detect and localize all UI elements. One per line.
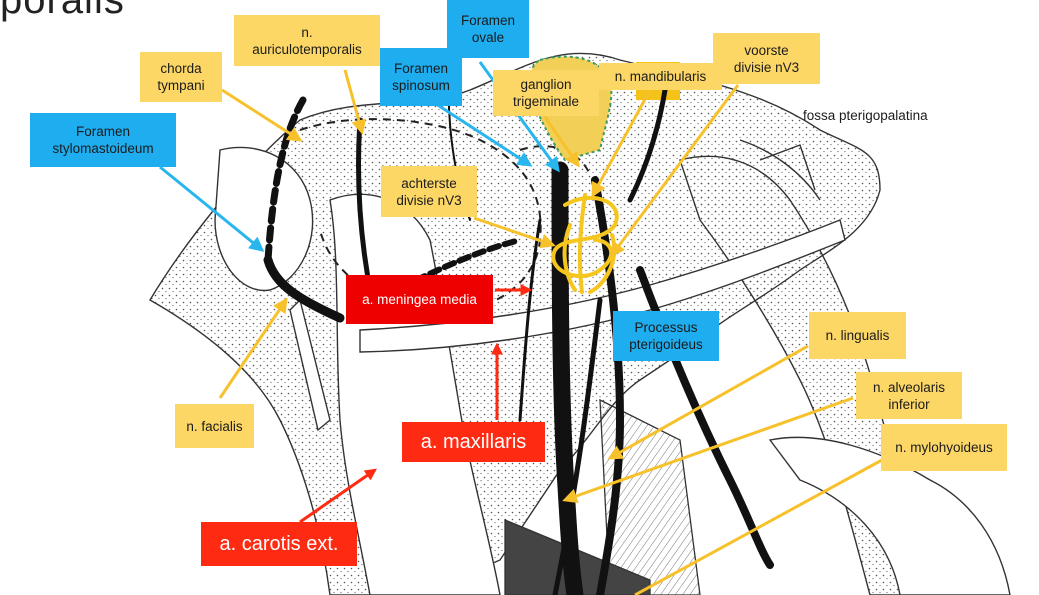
label-a-carotis-ext: a. carotis ext.	[201, 522, 357, 566]
label-achterste-divisie-nv3: achterste divisie nV3	[381, 166, 477, 217]
label-foramen-ovale: Foramen ovale	[447, 0, 529, 58]
label-voorste-divisie-nv3: voorste divisie nV3	[713, 33, 820, 84]
label-a-maxillaris: a. maxillaris	[402, 422, 545, 462]
label-a-meningea-media: a. meningea media	[346, 275, 493, 324]
label-n-mylohyoideus: n. mylohyoideus	[881, 424, 1007, 471]
styloid-process	[289, 298, 331, 432]
label-n-auriculotemporalis: n. auriculotemporalis	[234, 15, 380, 66]
label-n-facialis: n. facialis	[175, 404, 254, 448]
label-foramen-stylomastoideum: Foramen stylomastoideum	[30, 113, 176, 167]
label-n-lingualis: n. lingualis	[809, 312, 906, 359]
label-chorda-tympani: chorda tympani	[140, 52, 222, 102]
label-ganglion-trigeminale: ganglion trigeminale	[493, 70, 599, 116]
annotation-arrows	[159, 61, 883, 595]
label-n-alveolaris-inferior: n. alveolaris inferior	[856, 372, 962, 419]
label-fossa-pterigopalatina: fossa pterigopalatina	[803, 108, 928, 123]
label-n-mandibularis: n. mandibularis	[599, 63, 722, 90]
label-processus-pterigoideus: Processus pterigoideus	[613, 311, 719, 361]
slide-title-fragment: poralis	[0, 0, 125, 22]
label-foramen-spinosum: Foramen spinosum	[380, 48, 462, 106]
